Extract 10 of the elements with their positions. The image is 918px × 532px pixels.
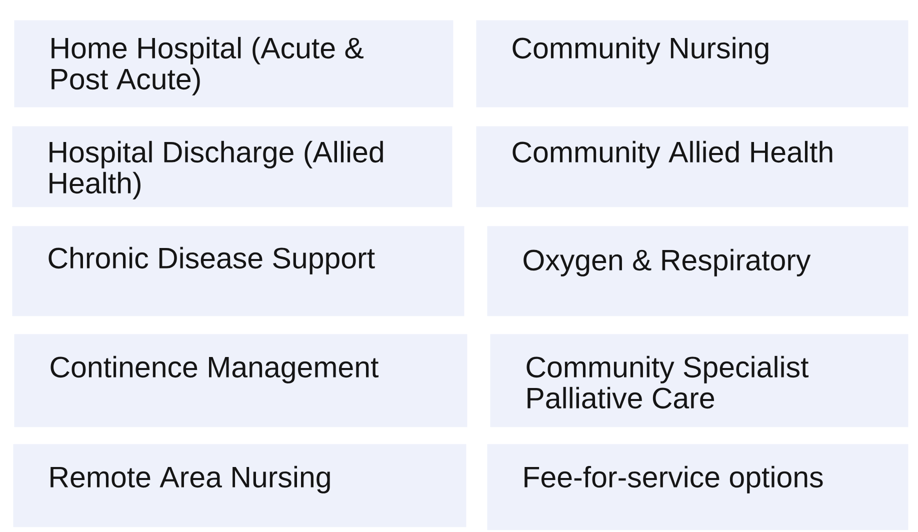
text-box: Continence Management (14, 334, 468, 428)
text-box: Oxygen & Respiratory (487, 226, 908, 316)
text-box: Community Nursing (476, 20, 908, 108)
text-box: Hospital Discharge (Allied Health) (12, 126, 452, 208)
text-box: Remote Area Nursing (13, 444, 466, 528)
text-box: Community Specialist Palliative Care (490, 334, 908, 428)
text-box: Home Hospital (Acute & Post Acute) (14, 20, 454, 108)
text-box: Chronic Disease Support (12, 226, 464, 316)
text-box: Fee-for-service options (487, 444, 908, 530)
text-box: Community Allied Health (476, 126, 908, 208)
